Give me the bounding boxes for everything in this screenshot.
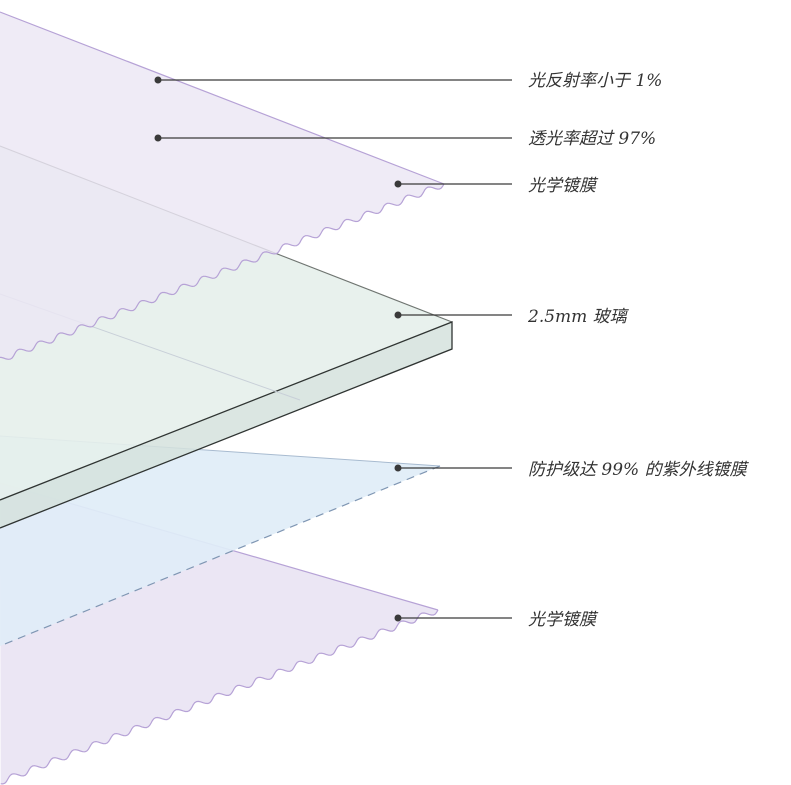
callout-bottom-coating: 光学镀膜 — [394, 610, 599, 630]
callout-top-coating-dot — [394, 180, 402, 188]
top-optical-coating-layer — [0, 11, 445, 360]
callout-transmittance-dot — [154, 134, 162, 142]
bottom-optical-coating-wavy-edge — [0, 609, 439, 785]
callout-reflectance-dot — [154, 76, 162, 84]
callout-top-coating-label: 光学镀膜 — [528, 176, 599, 196]
callout-top-coating: 光学镀膜 — [394, 176, 599, 196]
callout-reflectance: 光反射率小于 1% — [154, 71, 662, 91]
callout-bottom-coating-label: 光学镀膜 — [528, 610, 599, 630]
callout-glass: 2.5mm 玻璃 — [394, 307, 630, 327]
top-optical-coating-top-edge — [0, 11, 445, 185]
callout-bottom-coating-dot — [394, 614, 402, 622]
callout-uv-coating-label: 防护级达 99% 的紫外线镀膜 — [528, 460, 750, 480]
top-optical-coating-sheet — [0, 12, 444, 360]
callout-glass-label: 2.5mm 玻璃 — [527, 307, 630, 327]
callout-reflectance-label: 光反射率小于 1% — [528, 71, 662, 91]
callout-glass-dot — [394, 311, 402, 319]
callout-transmittance-label: 透光率超过 97% — [528, 129, 656, 149]
glass-front-edge — [0, 321, 453, 529]
uv-coating-sheet — [0, 436, 440, 646]
glass-thickness-edge — [0, 322, 452, 528]
callout-uv-coating: 防护级达 99% 的紫外线镀膜 — [394, 460, 750, 480]
callout-transmittance: 透光率超过 97% — [154, 129, 656, 149]
callout-uv-coating-dot — [394, 464, 402, 472]
uv-coating-dashed-edge — [0, 465, 441, 647]
top-optical-coating-wavy-edge — [0, 183, 445, 360]
